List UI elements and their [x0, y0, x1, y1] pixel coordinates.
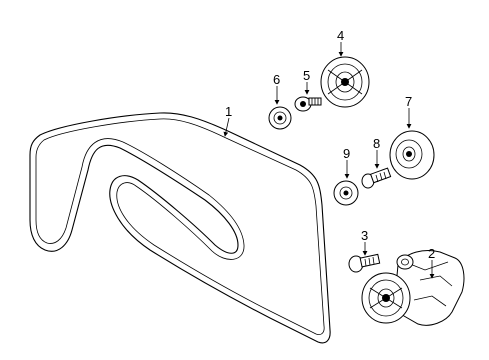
callout-8: 8 [373, 136, 380, 151]
tensioner-bolt[interactable] [348, 253, 381, 273]
serpentine-belt[interactable] [29, 112, 331, 344]
callout-4: 4 [337, 28, 344, 43]
callout-3: 3 [361, 228, 368, 243]
callout-5: 5 [303, 68, 310, 83]
idler-bolt-middle[interactable] [361, 167, 392, 189]
idler-pulley-upper[interactable] [320, 56, 370, 108]
callout-1: 1 [225, 104, 232, 119]
callout-7: 7 [405, 94, 412, 109]
idler-bolt-upper[interactable] [294, 96, 322, 112]
leader-line-1 [223, 117, 230, 137]
idler-cap-upper[interactable] [268, 106, 292, 130]
belt-tensioner[interactable] [361, 250, 465, 326]
leader-lines [223, 42, 435, 279]
callout-labels: 1 2 3 4 5 6 7 8 9 [225, 28, 435, 261]
callout-6: 6 [273, 72, 280, 87]
callout-2: 2 [428, 246, 435, 261]
callout-9: 9 [343, 146, 350, 161]
idler-pulley-middle[interactable] [389, 130, 435, 180]
idler-cap-middle[interactable] [333, 180, 359, 206]
